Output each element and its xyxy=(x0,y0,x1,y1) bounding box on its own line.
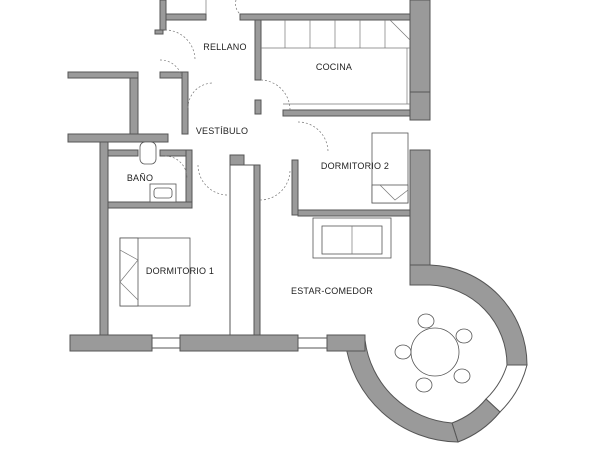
wall-right-top xyxy=(409,0,431,93)
wall-dormitorio-2-left xyxy=(291,159,299,216)
wall-left-upper xyxy=(67,71,139,79)
chair-icon xyxy=(415,377,433,393)
round-table xyxy=(410,327,460,377)
wall-top-stair xyxy=(165,13,207,21)
sofa-icon xyxy=(312,217,392,259)
wall-left-bano-top xyxy=(67,133,169,143)
bed-dormitorio-1-icon xyxy=(119,237,191,307)
wall-left-dormitorio-1 xyxy=(99,141,109,336)
wall-bano-bottom xyxy=(107,201,193,209)
wardrobe-dormitorio-1 xyxy=(229,164,255,336)
wall-bottom-right xyxy=(326,334,366,352)
wall-cocina-bottom xyxy=(282,109,411,117)
chair-icon xyxy=(417,313,435,329)
door-bano xyxy=(164,155,188,179)
wall-dormitorio-2-bottom xyxy=(297,209,411,217)
wall-bano-right-top xyxy=(159,149,187,157)
door-dormitorio-2 xyxy=(297,121,329,153)
wall-top-notch xyxy=(154,29,164,35)
wall-rellano-cocina xyxy=(254,19,262,81)
toilet-icon xyxy=(139,141,157,165)
window-bottom-right xyxy=(297,337,328,349)
room-label-rellano: RELLANO xyxy=(203,42,246,52)
room-label-dormitorio-1: DORMITORIO 1 xyxy=(146,266,214,276)
wall-cocina-top xyxy=(239,13,411,21)
wall-bano-right xyxy=(185,149,193,209)
wall-top-left xyxy=(159,0,167,31)
wall-bano-left-top xyxy=(107,149,139,157)
chair-icon xyxy=(455,328,473,344)
wall-bottom-mid xyxy=(179,334,299,352)
room-label-bano: BAÑO xyxy=(127,173,153,183)
wall-dormitorio-1-right xyxy=(253,164,261,336)
doors xyxy=(159,0,329,201)
chair-icon xyxy=(453,368,471,384)
bed-dormitorio-2-icon xyxy=(371,132,409,204)
dining-table-icon xyxy=(394,313,473,393)
door-cocina xyxy=(260,79,291,111)
room-label-vestibulo: VESTÍBULO xyxy=(196,126,248,136)
wall-column xyxy=(229,154,245,166)
room-label-dormitorio-2: DORMITORIO 2 xyxy=(321,161,389,171)
room-label-cocina: COCINA xyxy=(316,62,352,72)
room-labels: RELLANO COCINA VESTÍBULO DORMITORIO 2 BA… xyxy=(127,42,389,296)
bathroom-fixtures xyxy=(139,141,177,203)
bay-curved-wall-bottom xyxy=(451,398,501,443)
room-label-estar-comedor: ESTAR-COMEDOR xyxy=(291,286,373,296)
door-rellano xyxy=(164,29,196,61)
interior-walls xyxy=(107,13,411,336)
wall-left-vertical xyxy=(129,77,139,135)
door-vestibulo xyxy=(187,82,214,109)
wall-right-mid xyxy=(409,149,431,266)
chair-icon xyxy=(394,344,412,360)
kitchen-fixtures xyxy=(261,19,411,105)
wall-cocina-stub xyxy=(254,99,262,115)
wall-vestibulo-left xyxy=(181,71,189,135)
window-bottom-left xyxy=(151,337,181,349)
door-dormitorio-1 xyxy=(197,164,229,196)
door-estar xyxy=(259,169,291,201)
wall-bottom-left xyxy=(69,334,153,352)
wall-right-window-1 xyxy=(409,91,431,121)
